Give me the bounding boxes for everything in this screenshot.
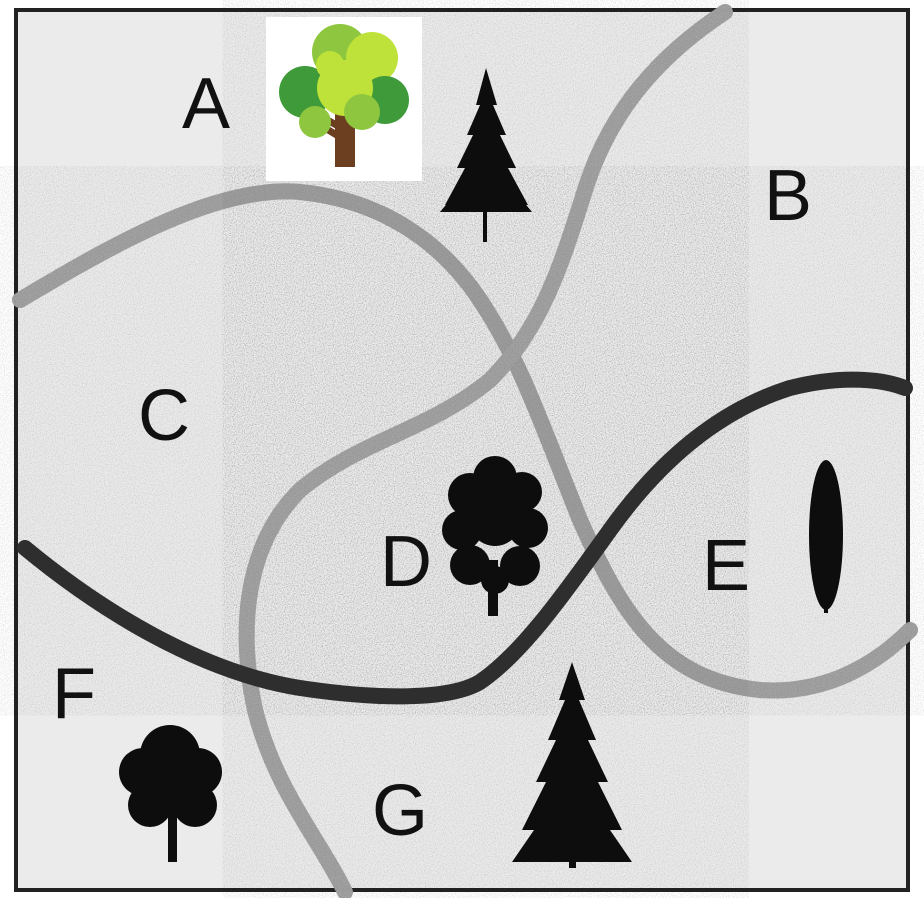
region-label-a: A — [182, 64, 230, 144]
tree-round-icon — [119, 725, 222, 862]
tree-conifer-icon — [440, 68, 532, 242]
region-label-d: D — [380, 522, 432, 602]
boundary-light-a-e — [12, 183, 918, 699]
tree-deciduous-icon — [442, 456, 548, 616]
region-label-b: B — [764, 156, 812, 236]
region-label-f: F — [52, 654, 96, 734]
tree-spruce-icon — [512, 662, 632, 868]
boundary-dark-f-e — [17, 371, 913, 705]
region-label-e: E — [702, 526, 750, 606]
boundary-light-top-bottom — [238, 4, 733, 898]
tree-color-icon — [266, 17, 422, 181]
region-label-c: C — [138, 376, 190, 456]
region-label-g: G — [372, 771, 428, 851]
tree-columnar-icon — [809, 460, 843, 613]
